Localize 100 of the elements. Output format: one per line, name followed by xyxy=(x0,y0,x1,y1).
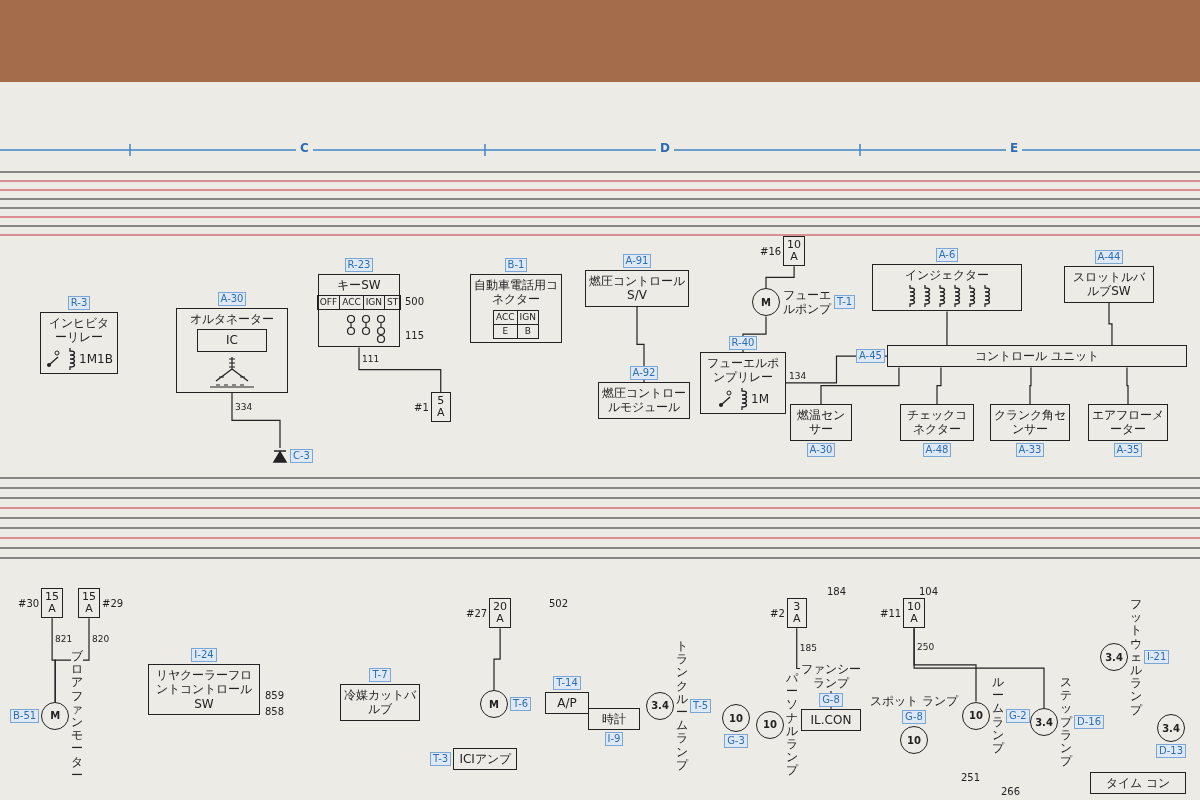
reference-tag: T-6 xyxy=(510,697,532,711)
grid-column-letter: C xyxy=(296,141,313,155)
component-box xyxy=(1090,772,1186,795)
component-label: トランクルームランプ xyxy=(676,640,688,772)
wire-number: 266 xyxy=(1000,786,1022,798)
component-label: IC xyxy=(226,333,238,348)
diode-symbol xyxy=(272,448,288,464)
wire-number: 502 xyxy=(548,598,570,610)
reference-tag: T-7 xyxy=(369,668,391,682)
switch-position-label: IGN xyxy=(363,296,386,311)
wire-number: 134 xyxy=(788,370,808,382)
component-label: スロットルバルブSW xyxy=(1072,270,1146,299)
fuse-number: #30 xyxy=(18,597,40,609)
fuse-number: #29 xyxy=(102,597,124,609)
component-label: フットウェルランプ xyxy=(1130,598,1142,717)
component-label: エアフローメーター xyxy=(1092,408,1164,437)
component-label: ファンシーランプ xyxy=(800,662,862,691)
wire xyxy=(636,306,645,383)
wire xyxy=(231,392,281,449)
fuse-number: #11 xyxy=(880,607,902,619)
alternator-symbol xyxy=(176,308,288,393)
relay-symbol xyxy=(700,352,786,414)
wire-number: 104 xyxy=(918,586,940,598)
reference-tag: D-16 xyxy=(1074,715,1105,730)
reference-tag: R-23 xyxy=(344,258,374,272)
component-label: A/P xyxy=(557,696,577,711)
reference-tag: G-8 xyxy=(902,710,926,725)
terminal-label: ACC xyxy=(494,310,518,325)
component-label: リヤクーラーフロントコントロールSW xyxy=(155,668,253,712)
reference-tag: A-92 xyxy=(629,366,659,380)
reference-tag: T-3 xyxy=(430,752,452,767)
reference-tag: I-21 xyxy=(1144,650,1170,665)
fuse-symbol: 20 A xyxy=(489,598,512,629)
reference-tag: R-3 xyxy=(67,296,91,310)
wire-number: 250 xyxy=(916,641,936,653)
relay-code: 1M xyxy=(751,391,769,406)
switch-position-label: ST xyxy=(385,296,402,311)
wire-number: 111 xyxy=(361,353,381,365)
component-label: インヒビターリレー xyxy=(48,316,110,345)
reference-tag: A-45 xyxy=(856,349,885,364)
reference-tag: A-6 xyxy=(935,248,959,262)
component-box xyxy=(197,329,267,352)
reference-tag: B-1 xyxy=(504,258,528,272)
component-box xyxy=(1064,266,1154,303)
wire xyxy=(765,265,795,289)
component-label: フューエルポンプリレー xyxy=(706,356,780,385)
relay-code: 1M1B xyxy=(79,351,113,366)
fuse-number: #1 xyxy=(414,401,429,413)
terminal-label: B xyxy=(517,324,539,339)
component-box xyxy=(900,404,974,441)
component-label: 燃温センサー xyxy=(796,408,846,437)
reference-tag: A-91 xyxy=(622,254,652,268)
terminal-label: E xyxy=(494,324,518,339)
component-label: ステップランプ xyxy=(1060,676,1072,769)
wire xyxy=(936,366,942,405)
reference-tag: D-13 xyxy=(1156,744,1187,758)
fuse-number: #16 xyxy=(760,245,782,257)
wire xyxy=(913,627,1045,709)
component-label: 冷媒カットバルブ xyxy=(344,688,416,717)
wire xyxy=(54,617,90,703)
grid-column-letter: D xyxy=(656,141,674,155)
component-label: ルームランプ xyxy=(992,676,1004,756)
component-label: チェックコネクター xyxy=(906,408,968,437)
component-box xyxy=(790,404,852,441)
component-box xyxy=(545,692,589,715)
component-label: クランク角センサー xyxy=(994,408,1066,437)
wire-number: 859 xyxy=(264,690,286,702)
component-label: スポット ランプ xyxy=(870,694,958,709)
wire-number: 251 xyxy=(960,772,982,784)
component-label: タイム コン xyxy=(1106,776,1170,791)
switch-position-label: OFF xyxy=(317,296,341,311)
fuse-symbol: 5 A xyxy=(430,392,451,423)
component-label: 自動車電話用コネクター xyxy=(474,278,558,307)
component-label: IL.CON xyxy=(810,712,852,728)
component-box xyxy=(148,664,260,716)
component-box xyxy=(453,748,518,771)
wire-number: 500 xyxy=(404,296,426,308)
wire xyxy=(1126,366,1129,405)
fuse-symbol: 15 A xyxy=(78,588,100,619)
wire xyxy=(493,627,501,691)
wire xyxy=(1108,302,1113,346)
wire-number: 184 xyxy=(826,586,848,598)
component-box xyxy=(801,708,861,732)
wire-number: 858 xyxy=(264,706,286,718)
fuse-symbol: 10 A xyxy=(783,236,806,267)
wire-number: 115 xyxy=(404,330,426,342)
component-label: オルタネーター xyxy=(190,312,274,327)
reference-tag: A-30 xyxy=(217,292,247,306)
component-label: コントロール ユニット xyxy=(975,349,1099,364)
fuse-number: #27 xyxy=(466,607,488,619)
component-box xyxy=(886,345,1187,368)
component-box xyxy=(588,708,640,731)
fuse-symbol: 3 A xyxy=(786,598,807,629)
reference-tag: G-3 xyxy=(724,734,748,748)
switch-position-label: ACC xyxy=(340,296,364,311)
reference-tag: R-40 xyxy=(728,336,758,350)
wire xyxy=(820,366,900,405)
component-label: 燃圧コントロールモジュール xyxy=(602,386,686,415)
key-switch-symbol xyxy=(318,274,400,348)
relay-symbol xyxy=(40,312,118,374)
